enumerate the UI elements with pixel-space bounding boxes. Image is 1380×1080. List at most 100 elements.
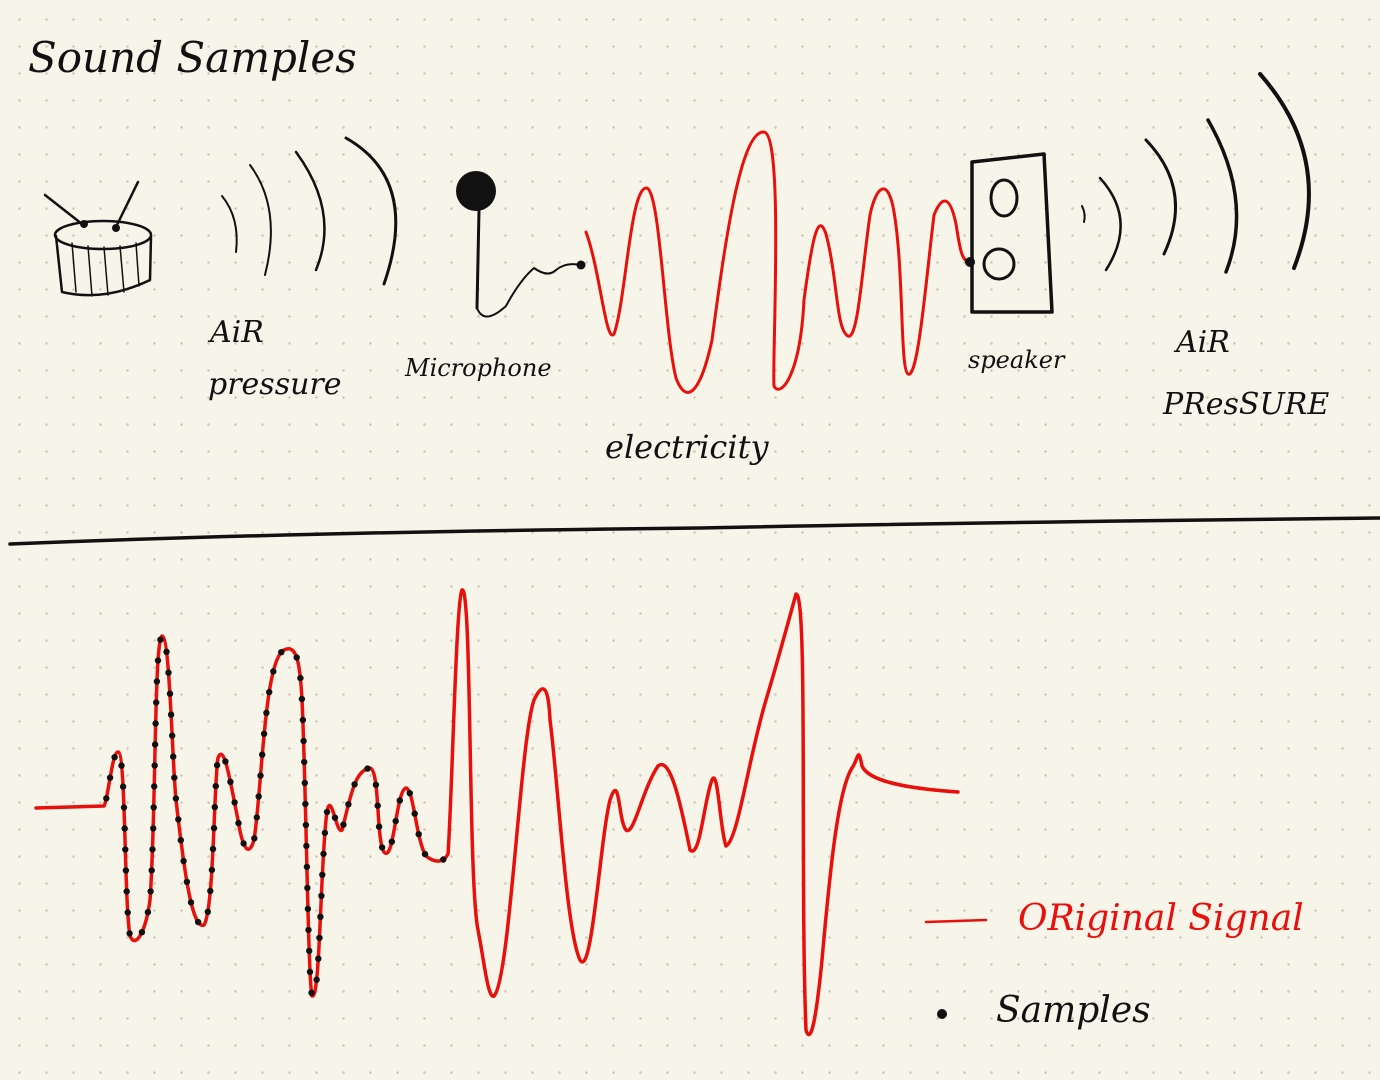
sample-dot	[208, 866, 216, 874]
sample-dot	[317, 913, 324, 920]
air-pressure-out-label: AiR PResSURE	[1162, 325, 1329, 422]
sample-dot	[293, 654, 300, 661]
sample-dot	[392, 817, 399, 825]
sample-dot	[251, 835, 258, 842]
page-title: Sound Samples	[28, 33, 357, 82]
sample-dot	[122, 846, 129, 853]
sample-dot	[297, 674, 304, 682]
sample-dot	[351, 781, 358, 788]
sample-dot	[270, 668, 277, 675]
sample-dot	[388, 838, 395, 845]
sample-dot	[172, 795, 180, 802]
sample-dot	[396, 797, 403, 804]
sample-dot	[299, 716, 307, 724]
sample-dot	[278, 649, 285, 656]
sample-dot	[222, 758, 229, 765]
sample-dot	[165, 669, 172, 676]
sample-dot	[440, 856, 447, 863]
sample-dot	[263, 709, 270, 717]
legend-original-signal: ORiginal Signal	[1018, 898, 1304, 939]
air-pressure-in-label: AiR pressure	[207, 315, 342, 402]
sample-dot	[364, 765, 371, 772]
sample-dot	[210, 824, 218, 832]
sample-dot	[211, 803, 218, 811]
sample-dot	[301, 779, 308, 787]
microphone-icon	[456, 171, 586, 318]
sample-dot	[103, 795, 110, 802]
sample-dot	[305, 926, 312, 934]
sample-dot	[144, 909, 152, 916]
sample-dot	[306, 947, 313, 955]
sample-dot	[150, 804, 157, 811]
sample-dot	[253, 814, 260, 821]
sample-dot	[209, 845, 217, 853]
sample-dot	[260, 730, 268, 737]
microphone-label: Microphone	[404, 354, 552, 382]
sound-wave-icon-left	[221, 136, 398, 286]
sample-dot	[266, 688, 273, 696]
section-divider	[8, 516, 1380, 546]
sample-dot	[183, 878, 191, 885]
sample-dot	[415, 831, 422, 838]
sample-dot	[123, 888, 130, 895]
sample-dot	[378, 844, 386, 851]
sample-dot	[118, 762, 125, 769]
sample-dot	[151, 741, 159, 748]
sample-dot	[180, 857, 187, 865]
sample-dot	[321, 829, 329, 837]
sample-dot	[170, 753, 177, 760]
sample-dot	[169, 732, 176, 739]
sample-dot	[124, 909, 131, 916]
sample-dot	[152, 720, 159, 727]
sample-dot	[163, 648, 170, 655]
legend-samples: Samples	[996, 990, 1151, 1031]
sample-dot	[411, 810, 418, 817]
sample-dot	[257, 772, 264, 779]
sample-dot	[406, 790, 413, 797]
sample-dot	[302, 821, 310, 829]
sample-dot	[154, 657, 162, 664]
sample-dot	[374, 802, 381, 809]
sample-dot	[320, 850, 327, 858]
sample-dot	[167, 711, 175, 718]
sample-dot	[345, 801, 352, 808]
sample-dot	[157, 636, 164, 643]
sample-dot	[138, 929, 146, 936]
sample-dot	[212, 782, 219, 790]
sample-dot	[166, 690, 174, 697]
sample-dot	[175, 816, 182, 823]
sample-dot	[301, 758, 308, 766]
drum-icon	[43, 180, 153, 297]
legend: ORiginal Signal Samples	[924, 898, 1304, 1031]
sample-dot	[126, 930, 133, 937]
sample-dot	[120, 804, 128, 811]
sample-dot	[151, 762, 158, 769]
sample-dot	[227, 778, 234, 785]
sample-dot	[151, 783, 158, 790]
legend-line-icon	[924, 918, 988, 924]
sample-dot	[255, 793, 262, 800]
sample-dot	[259, 751, 266, 758]
sample-dot	[240, 840, 247, 847]
sample-dot	[153, 699, 160, 706]
sample-dot	[204, 908, 211, 915]
sample-dot	[111, 754, 118, 761]
sample-dot	[303, 842, 310, 850]
sample-dot	[106, 774, 114, 781]
sound-wave-icon-right	[1081, 72, 1311, 274]
sample-dot	[231, 799, 238, 806]
sample-dot	[207, 887, 214, 895]
legend-dot-icon	[937, 1009, 947, 1019]
sample-dot	[153, 678, 161, 685]
sample-dot	[318, 892, 325, 899]
speaker-label: speaker	[968, 346, 1066, 374]
sample-dot	[147, 888, 154, 895]
sample-dot	[150, 825, 157, 832]
sample-dot	[187, 899, 195, 906]
sample-dot	[298, 695, 306, 703]
sample-dot	[315, 955, 322, 962]
sample-dot	[306, 968, 314, 976]
sample-dot	[308, 989, 315, 996]
sample-dot	[372, 781, 380, 788]
sample-dot	[121, 825, 128, 832]
